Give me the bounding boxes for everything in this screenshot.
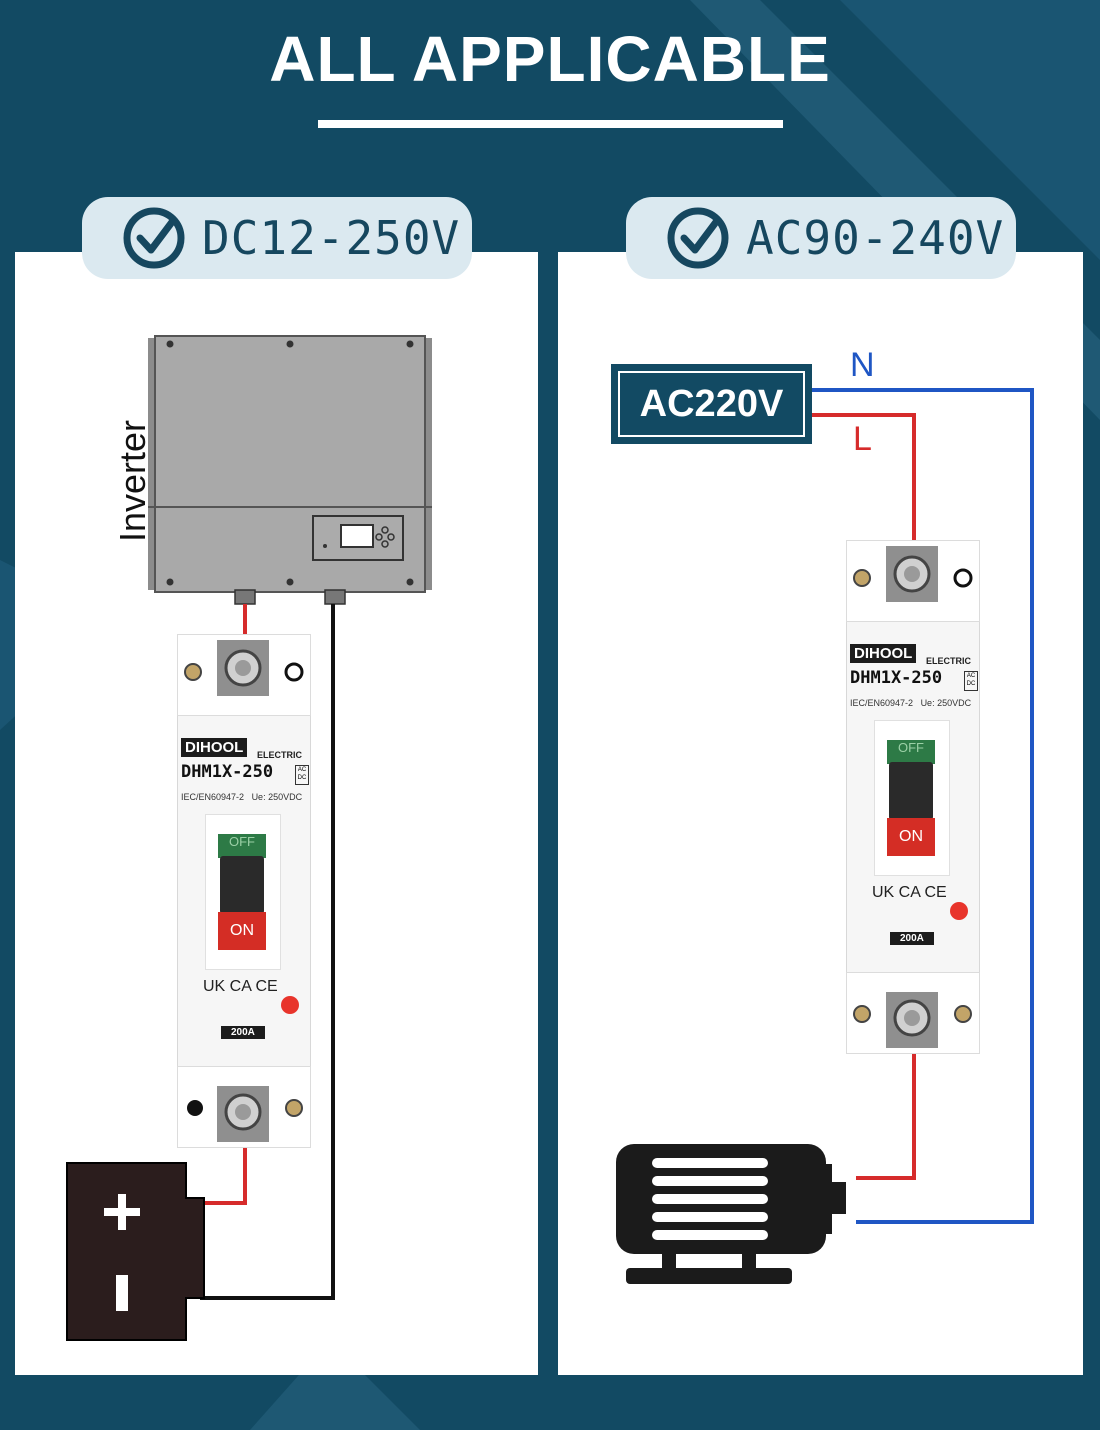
breaker-brand: DIHOOL [181, 738, 248, 757]
terminal-screw-icon [853, 992, 972, 1048]
breaker-rating: 200A [890, 932, 934, 945]
page-title: ALL APPLICABLE [269, 23, 831, 95]
breaker-test-button[interactable] [281, 996, 299, 1014]
terminal-screw-icon [187, 1086, 303, 1142]
breaker-standard: IEC/EN60947-2 Ue: 250VDC [850, 698, 971, 708]
breaker-brand: DIHOOL [850, 644, 917, 663]
dc-voltage-label: DC12-250V [202, 211, 461, 265]
battery-icon [66, 1162, 205, 1341]
breaker-rating: 200A [221, 1026, 265, 1039]
ac-source-box: AC220V [611, 364, 812, 444]
breaker-off-label: OFF [229, 834, 255, 849]
breaker-test-button[interactable] [950, 902, 968, 920]
terminal-screw-icon [853, 546, 973, 602]
title-underline [318, 120, 783, 128]
breaker-toggle-handle[interactable] [889, 762, 933, 820]
ac-voltage-badge: AC90-240V [626, 197, 1016, 279]
breaker-model: DHM1X-250 [181, 762, 274, 782]
check-circle-icon [123, 207, 185, 269]
neutral-label: N [850, 346, 875, 384]
breaker-off-label: OFF [898, 740, 924, 755]
breaker-standard: IEC/EN60947-2 Ue: 250VDC [181, 792, 302, 802]
line-label: L [853, 420, 872, 458]
breaker-on-label: ON [887, 818, 935, 856]
breaker-switch-off-zone [887, 740, 935, 764]
breaker-toggle-handle[interactable] [220, 856, 264, 914]
left-circuit-breaker: DIHOOL ELECTRIC DHM1X-250 AC DC IEC/EN60… [177, 634, 311, 1148]
breaker-brand-sub: ELECTRIC [257, 750, 302, 760]
breaker-on-label: ON [218, 912, 266, 950]
breaker-acdc-badge: AC DC [964, 671, 978, 691]
breaker-rated-voltage: Ue: 250VDC [251, 792, 303, 802]
inverter-icon [148, 335, 432, 605]
breaker-rated-voltage: Ue: 250VDC [920, 698, 972, 708]
breaker-standard-text: IEC/EN60947-2 [850, 698, 914, 708]
breaker-certifications: UK CA CE [203, 978, 278, 995]
breaker-model: DHM1X-250 [850, 668, 943, 688]
right-circuit-breaker: DIHOOL ELECTRIC DHM1X-250 AC DC IEC/EN60… [846, 540, 980, 1054]
dc-voltage-badge: DC12-250V [82, 197, 472, 279]
electric-motor-icon [616, 1144, 846, 1284]
terminal-screw-icon [184, 640, 304, 696]
dc-wiring [200, 604, 335, 1300]
ac-source-label: AC220V [618, 371, 805, 437]
breaker-standard-text: IEC/EN60947-2 [181, 792, 245, 802]
breaker-switch-off-zone [218, 834, 266, 858]
ac-voltage-label: AC90-240V [746, 211, 1005, 265]
check-circle-icon [667, 207, 729, 269]
breaker-brand-sub: ELECTRIC [926, 656, 971, 666]
breaker-certifications: UK CA CE [872, 884, 947, 901]
breaker-acdc-badge: AC DC [295, 765, 309, 785]
